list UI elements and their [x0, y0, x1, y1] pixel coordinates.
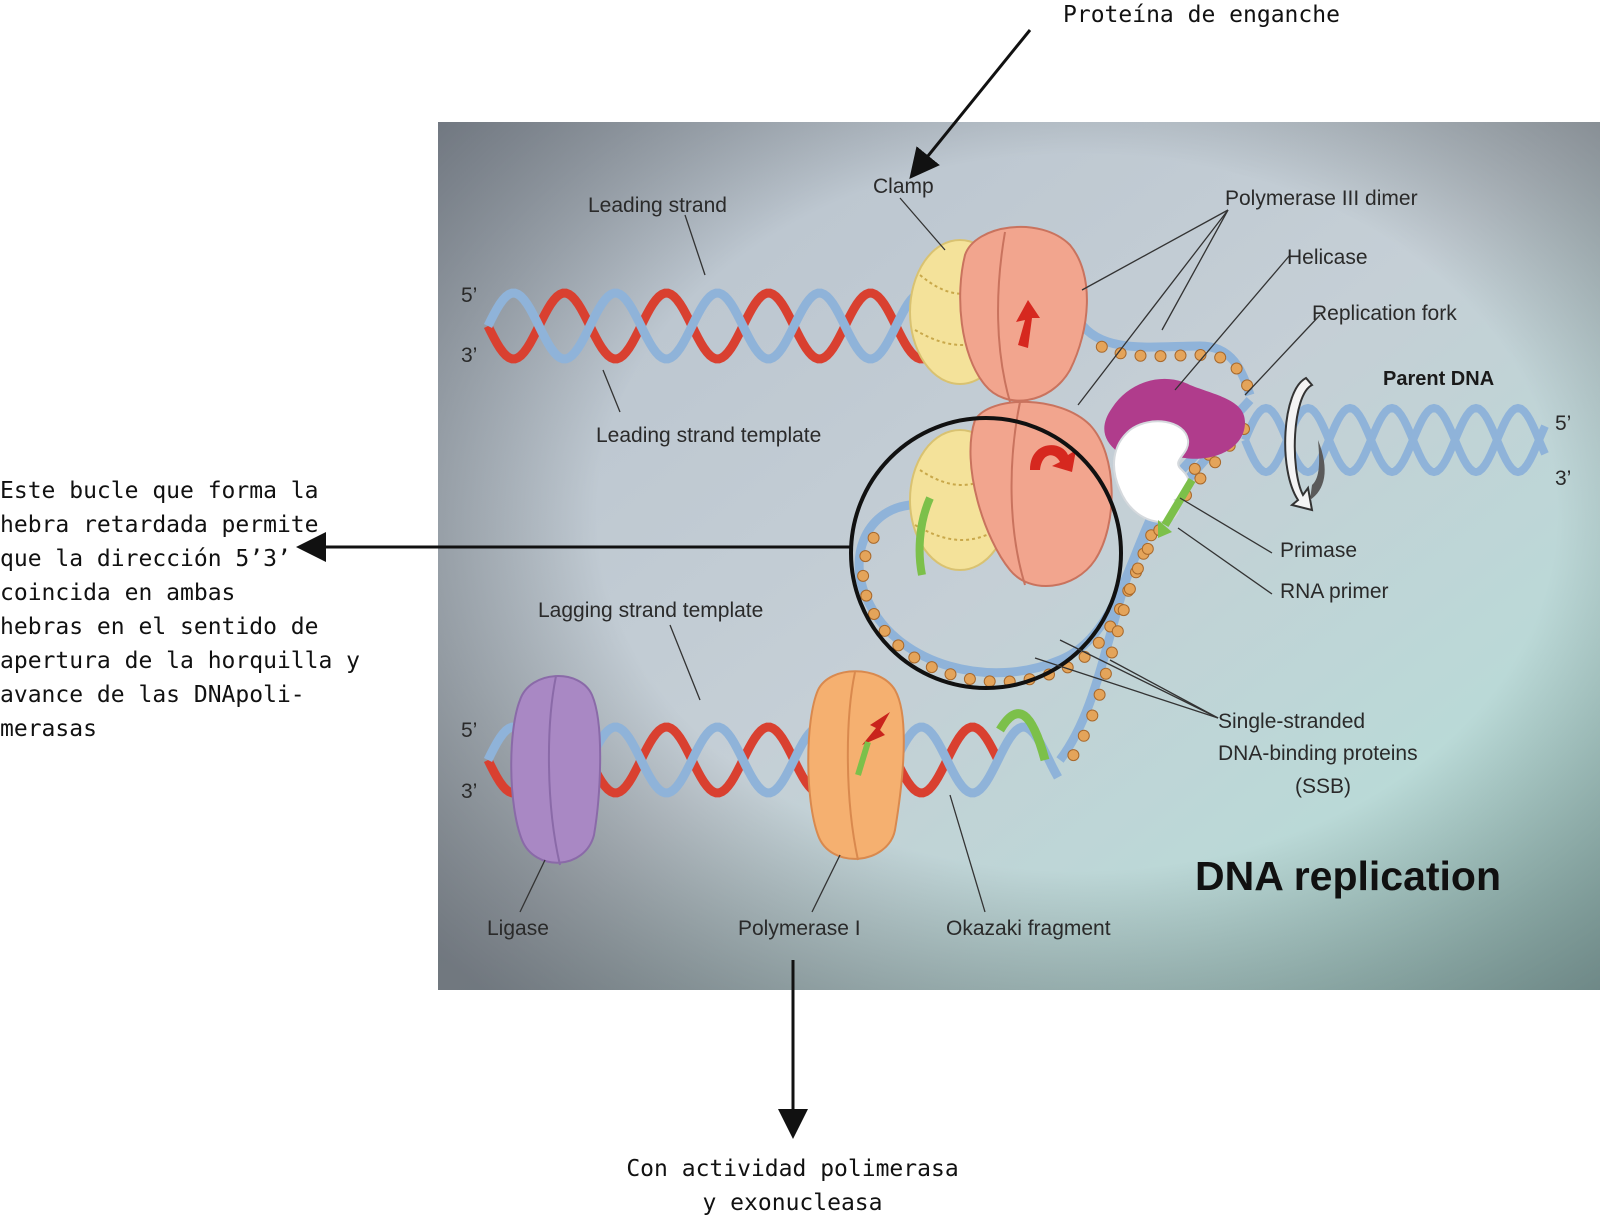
ssb-bead [1067, 749, 1080, 762]
ssb-bead [1241, 379, 1254, 392]
ssb-bead [1174, 349, 1187, 362]
polymerase-iii-top [959, 225, 1088, 403]
end-top-5: 5’ [461, 284, 477, 307]
label-ssb-line-1: Single-stranded [1218, 710, 1365, 733]
end-bottom-5: 5’ [461, 719, 477, 742]
annotation-loop-note: Este bucle que forma la hebra retardada … [0, 474, 360, 746]
ssb-bead [878, 624, 891, 637]
ssb-bead [1086, 709, 1099, 722]
label-clamp: Clamp [873, 175, 934, 198]
ssb-bead [868, 608, 880, 620]
loop-note-line: merasas [0, 716, 97, 742]
ssb-bead [1230, 362, 1243, 375]
pol3-bottom-direction-icon [1030, 445, 1076, 472]
label-replication-fork: Replication fork [1312, 302, 1457, 325]
end-right-3: 3’ [1555, 467, 1571, 490]
loop-note-line: coincida en ambas [0, 580, 236, 606]
loop-note-line: Este bucle que forma la [0, 478, 319, 504]
rna-primer-fork [1161, 477, 1196, 528]
primase-shape [1113, 420, 1190, 524]
okazaki-primer [996, 709, 1050, 762]
label-ssb-line-2: DNA-binding proteins [1218, 742, 1418, 765]
label-leading-strand-template: Leading strand template [596, 424, 821, 447]
lagging-loop-highlight-circle [849, 416, 1123, 690]
ssb-bead [983, 675, 996, 688]
label-leading-strand: Leading strand [588, 194, 727, 217]
ssb-bead [1105, 646, 1118, 659]
ssb-bead [1123, 583, 1136, 595]
ligase [510, 675, 602, 866]
ssb-bead [1095, 340, 1108, 353]
loop-note-line: hebra retardada permite [0, 512, 319, 538]
figure-leader-lines [519, 197, 1321, 913]
pol1-direction-icon [862, 712, 890, 745]
label-helicase: Helicase [1287, 246, 1368, 269]
label-ligase: Ligase [487, 917, 549, 940]
annotation-bottom-label: Con actividad polimerasa y exonucleasa [620, 1152, 965, 1220]
annotation-arrows [296, 29, 1032, 1139]
ssb-bead [1114, 347, 1127, 360]
ssb-bead [859, 550, 872, 563]
ssb-bead [1099, 667, 1112, 680]
label-rna-primer: RNA primer [1280, 580, 1389, 603]
ssb-bead [1134, 349, 1147, 362]
label-okazaki-fragment: Okazaki fragment [946, 917, 1111, 940]
loop-note-line: apertura de la horquilla y [0, 648, 361, 674]
label-polymerase-iii-dimer: Polymerase III dimer [1225, 187, 1418, 210]
pol1-primer-icon [855, 741, 871, 776]
label-ssb-line-3: (SSB) [1295, 775, 1351, 798]
label-lagging-strand-template: Lagging strand template [538, 599, 763, 622]
loop-note-line: hebras en el sentido de [0, 614, 319, 640]
end-bottom-3: 3’ [461, 780, 477, 803]
label-polymerase-i: Polymerase I [738, 917, 861, 940]
ssb-bead [867, 531, 880, 544]
bottom-label-line: y exonucleasa [702, 1190, 883, 1216]
label-primase: Primase [1280, 539, 1357, 562]
loop-note-line: que la dirección 5’3’ [0, 546, 291, 572]
bottom-label-line: Con actividad polimerasa [626, 1156, 959, 1182]
ssb-bead [1209, 456, 1222, 469]
pol3-top-direction-icon [1016, 300, 1040, 348]
ssb-bead [1111, 625, 1124, 638]
ssb-bead [860, 589, 873, 602]
polymerase-i [807, 670, 905, 861]
ssb-bead [1131, 562, 1144, 575]
ssb-bead [1214, 351, 1227, 364]
ssb-bead [1092, 636, 1105, 649]
ssb-bead [1077, 729, 1090, 742]
annotation-top-label: Proteína de enganche [1063, 2, 1340, 28]
leading-strand-template-path [483, 288, 987, 364]
rna-primer-fork-arrow-icon [1158, 520, 1172, 538]
ssb-bead [944, 668, 957, 681]
end-right-5: 5’ [1555, 412, 1571, 435]
ssb-bead [857, 569, 870, 582]
rotation-arrow-icon [1284, 376, 1325, 512]
end-top-3: 3’ [461, 344, 477, 367]
top-duplex [483, 288, 987, 364]
rna-primer-loop [915, 496, 934, 576]
ssb-bead [925, 661, 938, 674]
ssb-bead [1188, 462, 1201, 475]
ssb-bead [892, 639, 905, 652]
loop-note-line: avance de las DNApoli- [0, 682, 305, 708]
ssb-bead [1141, 542, 1154, 555]
ssb-bead [1194, 472, 1207, 485]
ssb-bead [1154, 350, 1167, 363]
leading-strand-path [483, 288, 987, 364]
ssb-bead [1078, 650, 1091, 663]
ssb-bead [908, 651, 921, 664]
ssb-bead [1093, 688, 1106, 701]
label-parent-dna: Parent DNA [1383, 368, 1494, 390]
figure-title: DNA replication [1195, 853, 1501, 899]
ssb-bead [963, 673, 976, 685]
ssb-bead [1117, 604, 1130, 617]
arrow-to-clamp [909, 29, 1032, 179]
